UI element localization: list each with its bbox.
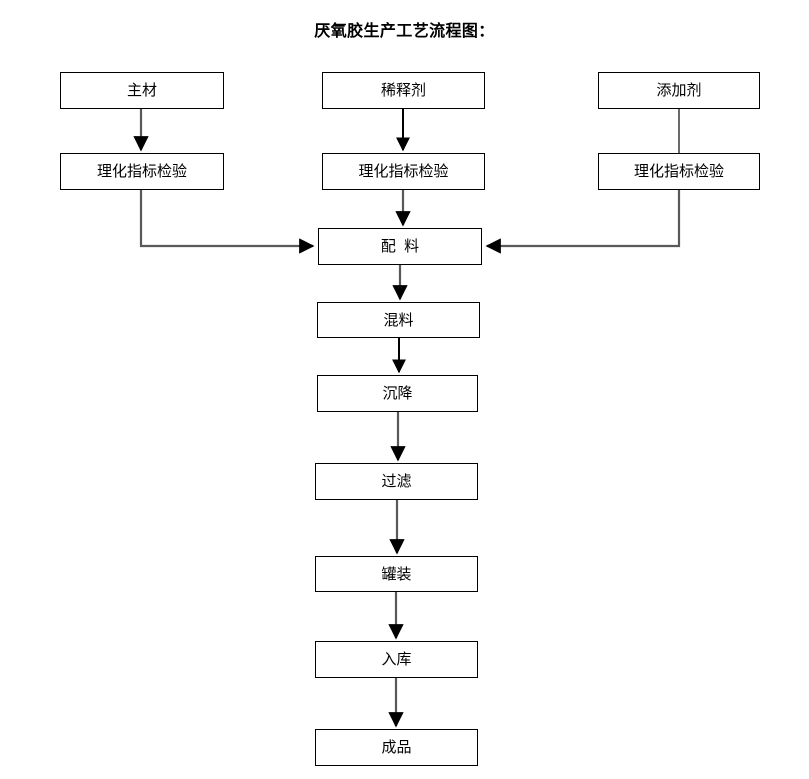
edge-inspection-left-to-batching: [139, 190, 315, 254]
node-inspection-left[interactable]: 理化指标检验: [60, 153, 224, 190]
node-additive[interactable]: 添加剂: [598, 72, 760, 109]
node-filtering[interactable]: 过滤: [315, 463, 478, 500]
node-settling[interactable]: 沉降: [317, 375, 478, 412]
node-inspection-right[interactable]: 理化指标检验: [598, 153, 760, 190]
page-title: 厌氧胶生产工艺流程图：: [314, 23, 495, 40]
node-diluent[interactable]: 稀释剂: [322, 72, 485, 109]
node-inspection-middle[interactable]: 理化指标检验: [322, 153, 485, 190]
node-main-material[interactable]: 主材: [60, 72, 224, 109]
node-canning[interactable]: 罐装: [315, 556, 478, 592]
node-batching[interactable]: 配 料: [318, 228, 482, 265]
node-mixing[interactable]: 混料: [317, 302, 480, 338]
node-warehousing[interactable]: 入库: [315, 641, 478, 678]
edge-inspection-right-to-batching: [485, 190, 681, 254]
node-finished-product[interactable]: 成品: [315, 729, 478, 766]
